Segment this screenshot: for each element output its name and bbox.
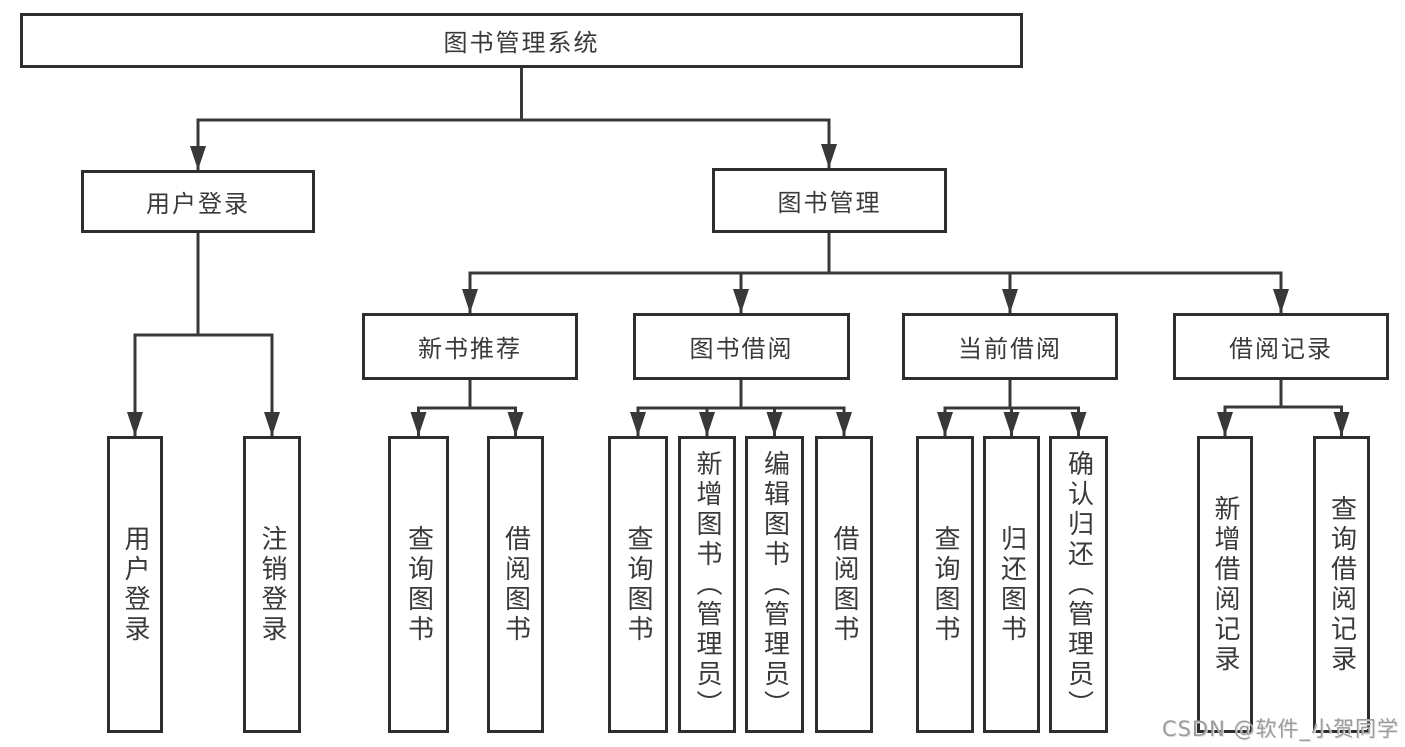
leaf-user-login: 用户登录 [107, 436, 163, 733]
connector-newbook-to-leaves [410, 380, 524, 436]
node-label: 新书推荐 [418, 335, 522, 363]
node-current-borrowing: 当前借阅 [902, 313, 1118, 380]
connector-mgmt-to-sections [462, 233, 1289, 313]
leaf-label: 借阅图书 [829, 524, 859, 645]
node-label: 图书管理 [777, 189, 882, 217]
leaf-logout: 注销登录 [243, 436, 301, 733]
leaf-query-borrow-record: 查询借阅记录 [1313, 436, 1370, 733]
leaf-label: 新增借阅记录 [1210, 494, 1240, 675]
leaf-return-books: 归还图书 [983, 436, 1040, 733]
leaf-label: 查询借阅记录 [1326, 494, 1357, 675]
leaf-add-books-admin: 新增图书（管理员） [678, 436, 736, 733]
connector-login-to-leaves [127, 233, 280, 436]
leaf-label: 查询图书 [403, 524, 434, 645]
leaf-query-books-recommend: 查询图书 [388, 436, 449, 733]
leaf-edit-books-admin: 编辑图书（管理员） [745, 436, 804, 733]
leaf-borrow-books: 借阅图书 [815, 436, 873, 733]
leaf-label: 新增图书（管理员） [692, 449, 722, 720]
leaf-add-borrow-record: 新增借阅记录 [1197, 436, 1253, 733]
leaf-label: 确认归还（管理员） [1063, 449, 1094, 720]
leaf-label: 编辑图书（管理员） [759, 449, 790, 720]
leaf-label: 借阅图书 [500, 524, 531, 645]
node-label: 用户登录 [146, 190, 250, 218]
leaf-label: 查询图书 [623, 524, 653, 645]
leaf-query-books-current: 查询图书 [916, 436, 974, 733]
connector-root-to-level2 [190, 68, 837, 170]
node-book-borrowing: 图书借阅 [633, 313, 850, 380]
node-borrowing-records: 借阅记录 [1173, 313, 1389, 380]
node-label: 当前借阅 [958, 335, 1062, 363]
leaf-borrow-books-recommend: 借阅图书 [487, 436, 544, 733]
leaf-query-books-borrowing: 查询图书 [608, 436, 668, 733]
node-label: 借阅记录 [1229, 335, 1333, 363]
node-library-management-system: 图书管理系统 [20, 13, 1023, 68]
leaf-label: 用户登录 [120, 524, 150, 645]
leaf-label: 查询图书 [930, 524, 960, 645]
connector-borrow-to-leaves [630, 380, 852, 436]
leaf-confirm-return-admin: 确认归还（管理员） [1049, 436, 1108, 733]
node-user-login-branch: 用户登录 [81, 170, 315, 233]
node-label: 图书借阅 [689, 335, 794, 363]
leaf-label: 注销登录 [257, 524, 287, 645]
csdn-watermark: CSDN @软件_小贺同学 [1161, 717, 1399, 741]
node-new-book-recommend: 新书推荐 [362, 313, 578, 380]
connector-current-to-leaves [937, 380, 1087, 436]
node-book-management-branch: 图书管理 [712, 168, 947, 233]
node-label: 图书管理系统 [443, 29, 600, 57]
connector-records-to-leaves [1217, 380, 1350, 436]
leaf-label: 归还图书 [996, 524, 1027, 645]
